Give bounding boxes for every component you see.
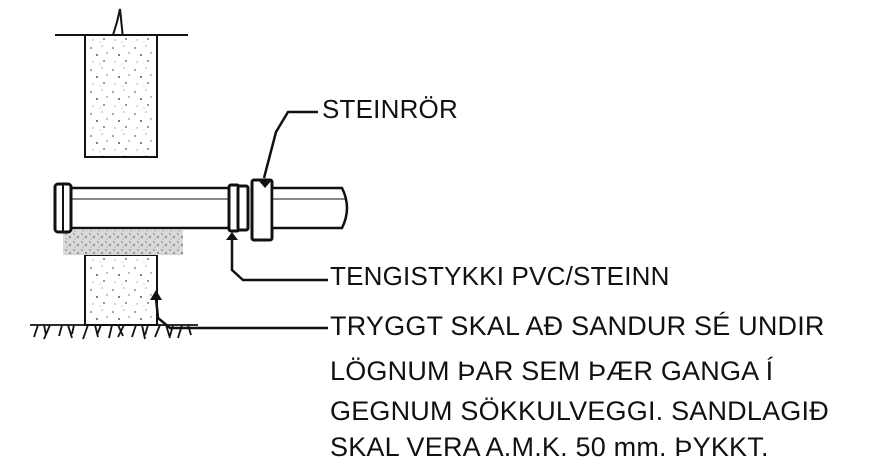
pipe-leader-line — [262, 110, 318, 179]
sand-note-line: LÖGNUM ÞAR SEM ÞÆR GANGA Í — [330, 356, 774, 386]
ground-surface — [30, 324, 198, 340]
sand-note-line: SKAL VERA A.M.K. 50 mm. ÞYKKT. — [330, 432, 769, 462]
pvc-pipe — [68, 186, 234, 230]
sand-bed — [63, 230, 183, 255]
coupling-leader-line — [230, 238, 328, 282]
sand-note-line: GEGNUM SÖKKULVEGGI. SANDLAGIÐ — [330, 396, 829, 426]
upper-foundation-wall — [84, 34, 158, 158]
stone-pipe-socket — [250, 178, 274, 242]
sand-note-line: TRYGGT SKAL AÐ SANDUR SÉ UNDIR — [330, 311, 825, 341]
pipe-label: STEINRÖR — [322, 94, 458, 124]
pipe-assembly — [53, 178, 349, 242]
pipe-leader-arrow — [258, 180, 272, 188]
coupling-label: TENGISTYKKI PVC/STEINN — [330, 261, 670, 291]
stone-pipe — [270, 186, 349, 230]
coupling-leader-arrow — [226, 232, 238, 240]
lower-foundation-wall — [84, 254, 158, 326]
coupling-ring — [236, 184, 250, 232]
sand-leader-line — [154, 297, 328, 330]
sand-leader-arrow — [150, 290, 162, 300]
